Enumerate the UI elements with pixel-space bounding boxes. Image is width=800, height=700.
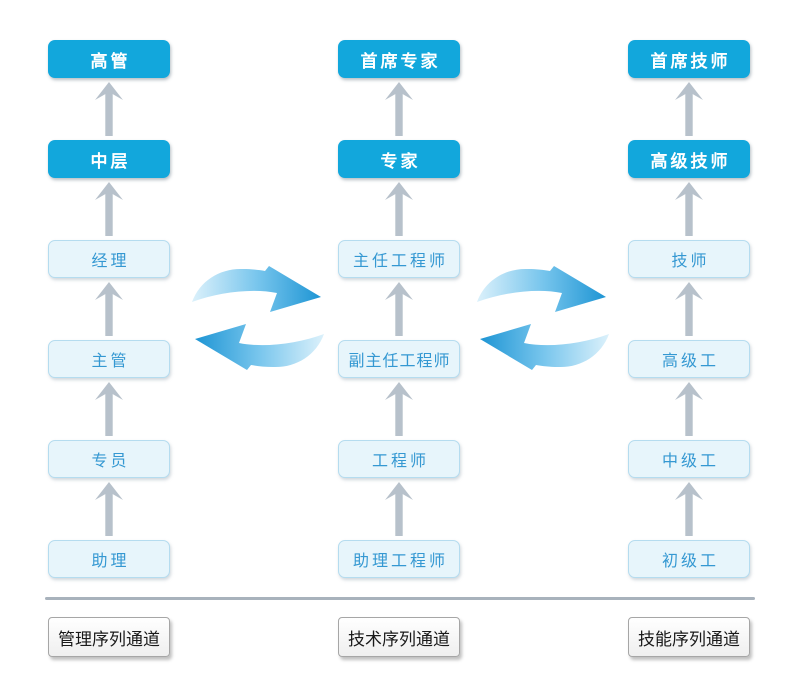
divider-line <box>45 597 755 600</box>
swap-arrows-icon <box>192 266 324 370</box>
ladder-management: 高管 中层 经理 主管 专员 助理 <box>48 40 170 578</box>
level-box: 专员 <box>48 440 170 478</box>
up-arrow-icon <box>675 382 703 436</box>
level-box: 首席技师 <box>628 40 750 78</box>
up-arrow-icon <box>385 82 413 136</box>
up-arrow-icon <box>385 482 413 536</box>
level-box: 副主任工程师 <box>338 340 460 378</box>
ladder-technical: 首席专家 专家 主任工程师 副主任工程师 工程师 助理工程师 <box>338 40 460 578</box>
up-arrow-icon <box>675 182 703 236</box>
level-box: 中层 <box>48 140 170 178</box>
up-arrow-icon <box>95 82 123 136</box>
level-box: 助理 <box>48 540 170 578</box>
level-box: 主任工程师 <box>338 240 460 278</box>
level-box: 技师 <box>628 240 750 278</box>
level-box: 高级技师 <box>628 140 750 178</box>
up-arrow-icon <box>385 182 413 236</box>
up-arrow-icon <box>95 382 123 436</box>
up-arrow-icon <box>95 282 123 336</box>
level-box: 经理 <box>48 240 170 278</box>
up-arrow-icon <box>385 382 413 436</box>
level-box: 助理工程师 <box>338 540 460 578</box>
up-arrow-icon <box>95 182 123 236</box>
channel-label-technical: 技术序列通道 <box>338 617 460 657</box>
up-arrow-icon <box>675 82 703 136</box>
swap-arrows-icon <box>477 266 609 370</box>
level-box: 初级工 <box>628 540 750 578</box>
up-arrow-icon <box>95 482 123 536</box>
channel-label-skill: 技能序列通道 <box>628 617 750 657</box>
level-box: 中级工 <box>628 440 750 478</box>
channel-label-management: 管理序列通道 <box>48 617 170 657</box>
level-box: 专家 <box>338 140 460 178</box>
up-arrow-icon <box>385 282 413 336</box>
level-box: 工程师 <box>338 440 460 478</box>
up-arrow-icon <box>675 482 703 536</box>
ladder-skill: 首席技师 高级技师 技师 高级工 中级工 初级工 <box>628 40 750 578</box>
level-box: 高管 <box>48 40 170 78</box>
level-box: 主管 <box>48 340 170 378</box>
level-box: 首席专家 <box>338 40 460 78</box>
level-box: 高级工 <box>628 340 750 378</box>
up-arrow-icon <box>675 282 703 336</box>
